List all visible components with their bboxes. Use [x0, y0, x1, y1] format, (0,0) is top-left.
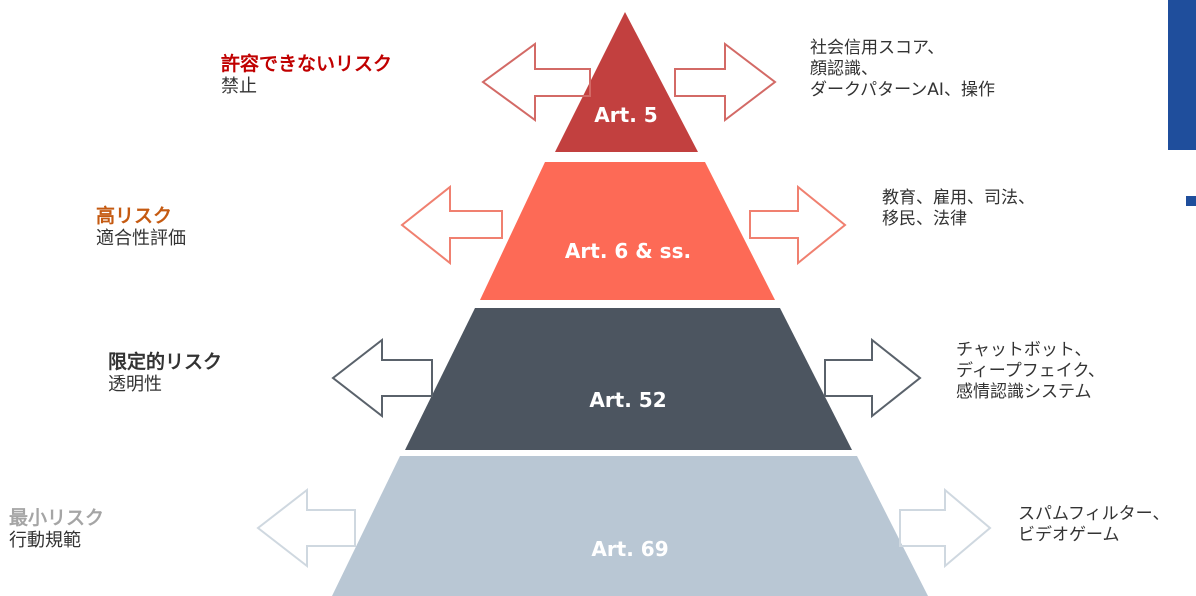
tier-unacceptable-label: 許容できないリスク 禁止 [221, 52, 392, 98]
cropped-image-fragment [1168, 0, 1196, 150]
tier-limited-examples: チャットボット、 ディープフェイク、 感情認識システム [956, 340, 1105, 403]
example-item: 教育、雇用、司法、 [882, 188, 1035, 208]
tier-limited-subtitle: 透明性 [108, 374, 162, 395]
tier-limited-article: Art. 52 [589, 388, 666, 412]
tier-minimal-subtitle: 行動規範 [9, 530, 81, 551]
tier-minimal-shape [332, 456, 928, 596]
tier-minimal-left-arrow [256, 487, 356, 569]
example-item: ダークパターンAI、操作 [810, 80, 995, 100]
tier-unacceptable-article: Art. 5 [594, 103, 657, 127]
tier-unacceptable-examples: 社会信用スコア、 顔認識、 ダークパターンAI、操作 [810, 38, 995, 101]
tier-high-shape [480, 162, 775, 300]
tier-high-title: 高リスク [96, 205, 173, 227]
tier-minimal-right-arrow [899, 487, 992, 569]
tier-high-left-arrow [400, 184, 503, 266]
tier-minimal-label: 最小リスク 行動規範 [9, 506, 104, 552]
tier-high-subtitle: 適合性評価 [96, 228, 186, 249]
tier-limited-title: 限定的リスク [108, 351, 223, 373]
tier-minimal-examples: スパムフィルター、 ビデオゲーム [1018, 504, 1169, 546]
tier-limited-right-arrow [824, 337, 922, 419]
example-item: チャットボット、 [956, 340, 1092, 360]
tier-minimal-title: 最小リスク [9, 507, 105, 529]
tier-unacceptable-title: 許容できないリスク [221, 53, 393, 75]
example-item: 移民、法律 [882, 209, 967, 229]
tier-unacceptable-shape [555, 12, 698, 152]
example-item: 顔認識、 [810, 59, 878, 79]
example-item: 社会信用スコア、 [810, 38, 945, 58]
tier-limited-left-arrow [331, 337, 433, 419]
tier-high-label: 高リスク 適合性評価 [96, 204, 186, 250]
tier-unacceptable-right-arrow [674, 41, 777, 123]
example-item: スパムフィルター、 [1018, 504, 1170, 524]
cropped-icon-fragment [1186, 196, 1196, 206]
tier-unacceptable-subtitle: 禁止 [221, 76, 257, 97]
tier-high-article: Art. 6 & ss. [565, 239, 691, 263]
example-item: ビデオゲーム [1018, 525, 1120, 545]
tier-high-examples: 教育、雇用、司法、 移民、法律 [882, 188, 1035, 230]
example-item: 感情認識システム [956, 382, 1092, 402]
example-item: ディープフェイク、 [956, 361, 1105, 381]
tier-unacceptable-left-arrow [481, 42, 591, 122]
tier-minimal-article: Art. 69 [591, 537, 668, 561]
tier-limited-label: 限定的リスク 透明性 [108, 350, 222, 396]
tier-limited-shape [405, 308, 852, 450]
tier-high-right-arrow [749, 184, 847, 266]
